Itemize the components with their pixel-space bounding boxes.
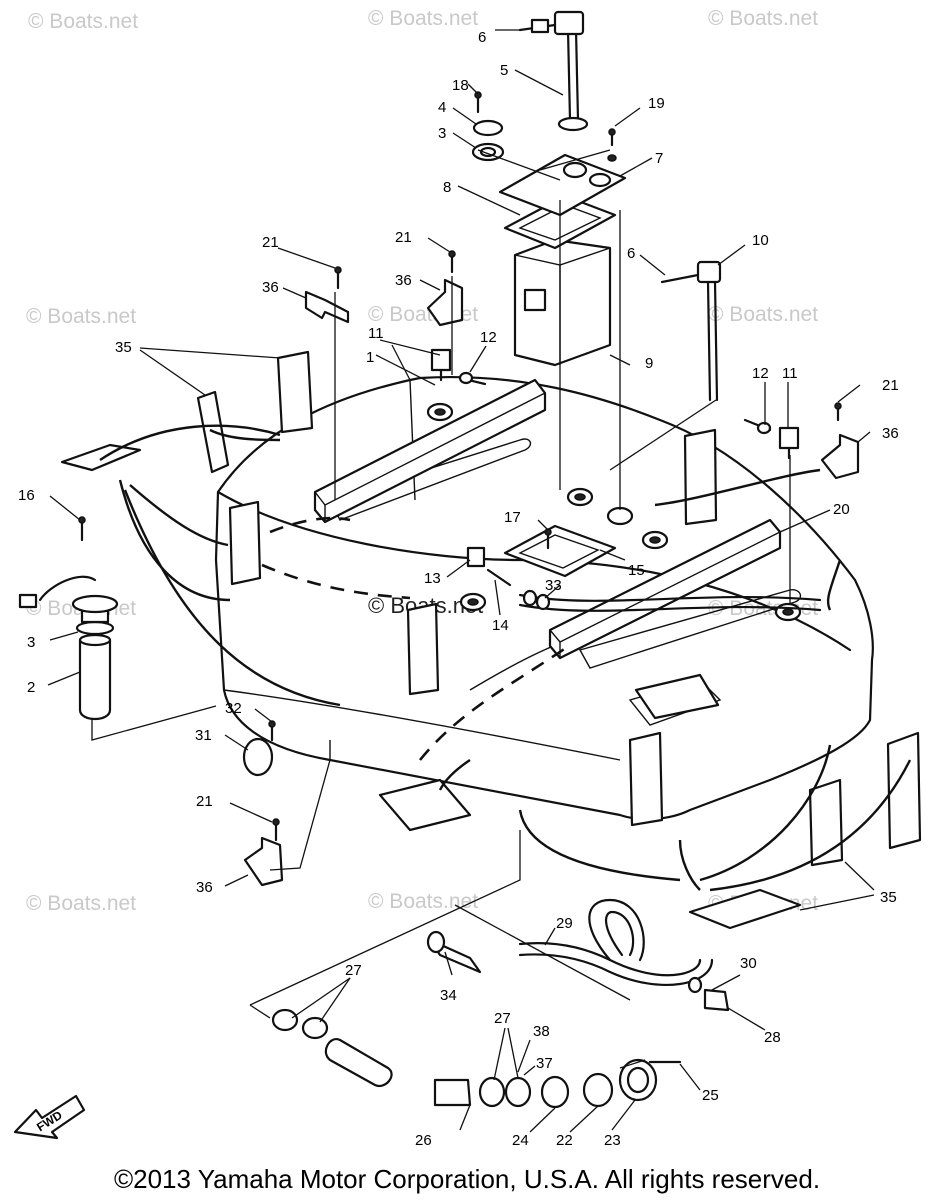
inspection-plate xyxy=(503,524,617,578)
callout-21: 21 xyxy=(395,229,412,246)
screw xyxy=(544,528,552,550)
callout-26: 26 xyxy=(415,1132,432,1149)
callout-35: 35 xyxy=(115,339,132,356)
fitting xyxy=(426,930,482,974)
copyright-notice: ©2013 Yamaha Motor Corporation, U.S.A. A… xyxy=(113,1164,821,1194)
callout-8: 8 xyxy=(443,179,451,196)
return-fitting xyxy=(660,260,722,402)
callout-3: 3 xyxy=(438,125,446,142)
callout-36: 36 xyxy=(196,879,213,896)
callout-4: 4 xyxy=(438,99,446,116)
callout-14: 14 xyxy=(492,617,509,634)
callout-18: 18 xyxy=(452,77,469,94)
callout-25: 25 xyxy=(702,1087,719,1104)
callout-labels: 6 5 18 4 3 19 7 8 10 6 9 21 21 36 36 11 … xyxy=(18,29,899,1149)
vent-fitting xyxy=(466,546,822,612)
callout-27: 27 xyxy=(494,1010,511,1027)
callout-12: 12 xyxy=(480,329,497,346)
callout-6: 6 xyxy=(627,245,635,262)
callout-11: 11 xyxy=(368,325,384,342)
fuel-hose xyxy=(518,898,714,986)
callout-19: 19 xyxy=(648,95,665,112)
callout-21: 21 xyxy=(196,793,213,810)
callout-16: 16 xyxy=(18,487,35,504)
sender-plate xyxy=(498,153,627,217)
callout-30: 30 xyxy=(740,955,757,972)
callout-12: 12 xyxy=(752,365,769,382)
watermark: © Boats.net xyxy=(708,7,818,30)
callout-32: 32 xyxy=(225,700,242,717)
callout-23: 23 xyxy=(604,1132,621,1149)
callout-11: 11 xyxy=(782,365,798,382)
cap-assembly xyxy=(471,91,505,162)
tank-rail-right xyxy=(548,518,782,660)
fuel-gauge-assembly xyxy=(18,575,119,721)
callout-36: 36 xyxy=(395,272,412,289)
pickup-pipe xyxy=(518,10,589,132)
watermark: © Boats.net xyxy=(28,10,138,33)
callout-7: 7 xyxy=(655,150,663,167)
callout-20: 20 xyxy=(833,501,850,518)
callout-1: 1 xyxy=(366,349,374,366)
tank-grommets xyxy=(426,402,802,622)
fuel-sender-unit xyxy=(513,238,612,367)
hose-clamps xyxy=(271,1008,532,1108)
screw xyxy=(607,128,617,162)
callout-15: 15 xyxy=(628,562,645,579)
callout-21: 21 xyxy=(882,377,899,394)
callout-36: 36 xyxy=(262,279,279,296)
brackets xyxy=(243,278,860,887)
callout-leaders xyxy=(47,29,875,1133)
cap xyxy=(242,737,274,777)
assembly-arrows xyxy=(99,424,912,892)
callout-37: 37 xyxy=(536,1055,553,1072)
watermark: © Boats.net xyxy=(26,305,136,328)
callout-38: 38 xyxy=(533,1023,550,1040)
callout-35: 35 xyxy=(880,889,897,906)
watermark: © Boats.net xyxy=(26,892,136,915)
fwd-arrow: FWD xyxy=(13,1094,86,1140)
screws xyxy=(78,250,842,842)
callout-33: 33 xyxy=(545,577,562,594)
hose-fitting xyxy=(687,976,730,1012)
callout-34: 34 xyxy=(440,987,457,1004)
callout-27: 27 xyxy=(345,962,362,979)
fuel-valve xyxy=(540,1058,682,1109)
callout-17: 17 xyxy=(504,509,521,526)
callout-3: 3 xyxy=(27,634,35,651)
watermark: © Boats.net xyxy=(368,7,478,30)
callout-31: 31 xyxy=(195,727,212,744)
callout-24: 24 xyxy=(512,1132,529,1149)
callout-21: 21 xyxy=(262,234,279,251)
callout-5: 5 xyxy=(500,62,508,79)
fitting-right xyxy=(743,418,800,460)
callout-6: 6 xyxy=(478,29,486,46)
watermark: © Boats.net xyxy=(368,890,478,913)
foam-pads xyxy=(60,350,922,930)
fuel-tank xyxy=(214,375,874,821)
callout-9: 9 xyxy=(645,355,653,372)
callout-36: 36 xyxy=(882,425,899,442)
watermark: © Boats.net xyxy=(708,303,818,326)
tank-rail-left xyxy=(313,378,547,524)
fitting-left xyxy=(430,348,487,386)
callout-28: 28 xyxy=(764,1029,781,1046)
callout-22: 22 xyxy=(556,1132,573,1149)
callout-29: 29 xyxy=(556,915,573,932)
callout-2: 2 xyxy=(27,679,35,696)
callout-10: 10 xyxy=(752,232,769,249)
callout-13: 13 xyxy=(424,570,441,587)
